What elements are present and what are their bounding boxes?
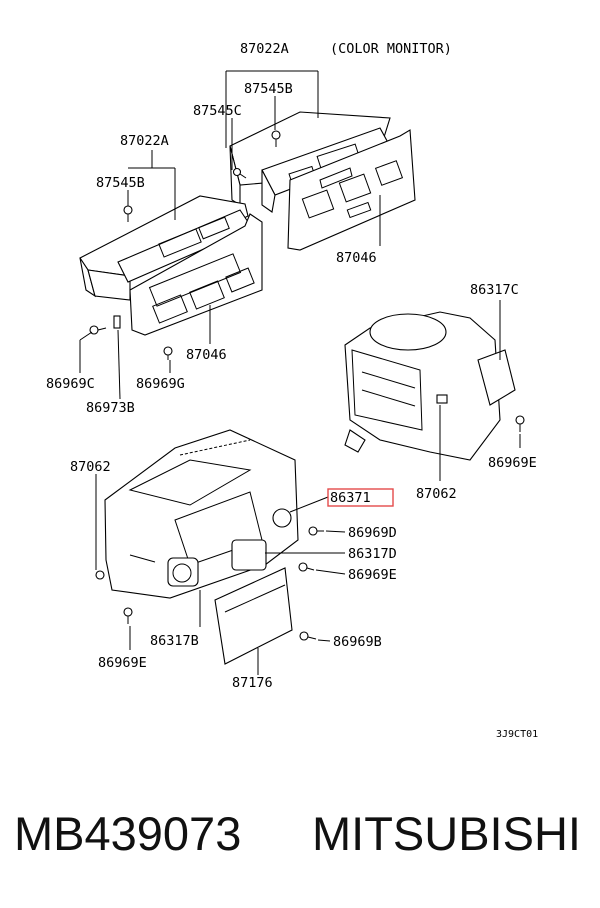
parts-diagram: 87022A (COLOR MONITOR) 87545B 87545C 870… [46, 41, 538, 740]
screw-86969B-icon [299, 631, 317, 641]
screw-86969G-icon [163, 346, 173, 360]
label-87046-left: 87046 [186, 347, 227, 363]
label-86969D: 86969D [348, 525, 397, 541]
highlight-box-86371 [327, 488, 394, 507]
label-87046-right: 87046 [336, 250, 377, 266]
label-86969B: 86969B [333, 634, 382, 650]
control-unit-color-monitor [229, 111, 416, 251]
leader-lines [79, 70, 521, 675]
label-color-monitor: (COLOR MONITOR) [330, 41, 452, 57]
screw-86969E-bottom-icon [123, 607, 133, 624]
screw-86969C-icon [89, 325, 107, 335]
brand-name: MITSUBISHI [312, 807, 581, 860]
label-86317D: 86317D [348, 546, 397, 562]
screw-86969E-right-icon [515, 415, 525, 432]
label-86969C: 86969C [46, 376, 95, 392]
label-86317C: 86317C [470, 282, 519, 298]
screw-87062-left-icon [95, 570, 105, 580]
label-87022A-top: 87022A [240, 41, 289, 57]
label-86371: 86371 [330, 490, 371, 506]
footer: MB439073 MITSUBISHI [0, 806, 600, 876]
screw-86969E-mid-icon [298, 562, 315, 572]
label-87022A-left: 87022A [120, 133, 169, 149]
label-87545C: 87545C [193, 103, 242, 119]
label-87062-left: 87062 [70, 459, 111, 475]
part-number: MB439073 [14, 807, 242, 860]
label-87545B-left: 87545B [96, 175, 145, 191]
label-86973B: 86973B [86, 400, 135, 416]
label-87062-right: 87062 [416, 486, 457, 502]
label-86969E-mid: 86969E [348, 567, 397, 583]
clip-86973B-icon [113, 315, 121, 329]
label-86317B: 86317B [150, 633, 199, 649]
label-86969E-bottom: 86969E [98, 655, 147, 671]
label-87545B-top: 87545B [244, 81, 293, 97]
control-unit-left [79, 195, 263, 336]
screw-87545B-icon [123, 205, 133, 222]
heater-unit-right [344, 311, 516, 461]
screw-87545C-icon [232, 130, 281, 179]
label-86969G: 86969G [136, 376, 185, 392]
label-86969E-right: 86969E [488, 455, 537, 471]
screw-86969D-icon [308, 526, 324, 536]
diagram-code: 3J9CT01 [496, 729, 538, 740]
label-87176: 87176 [232, 675, 273, 691]
heater-unit-main [104, 429, 299, 665]
